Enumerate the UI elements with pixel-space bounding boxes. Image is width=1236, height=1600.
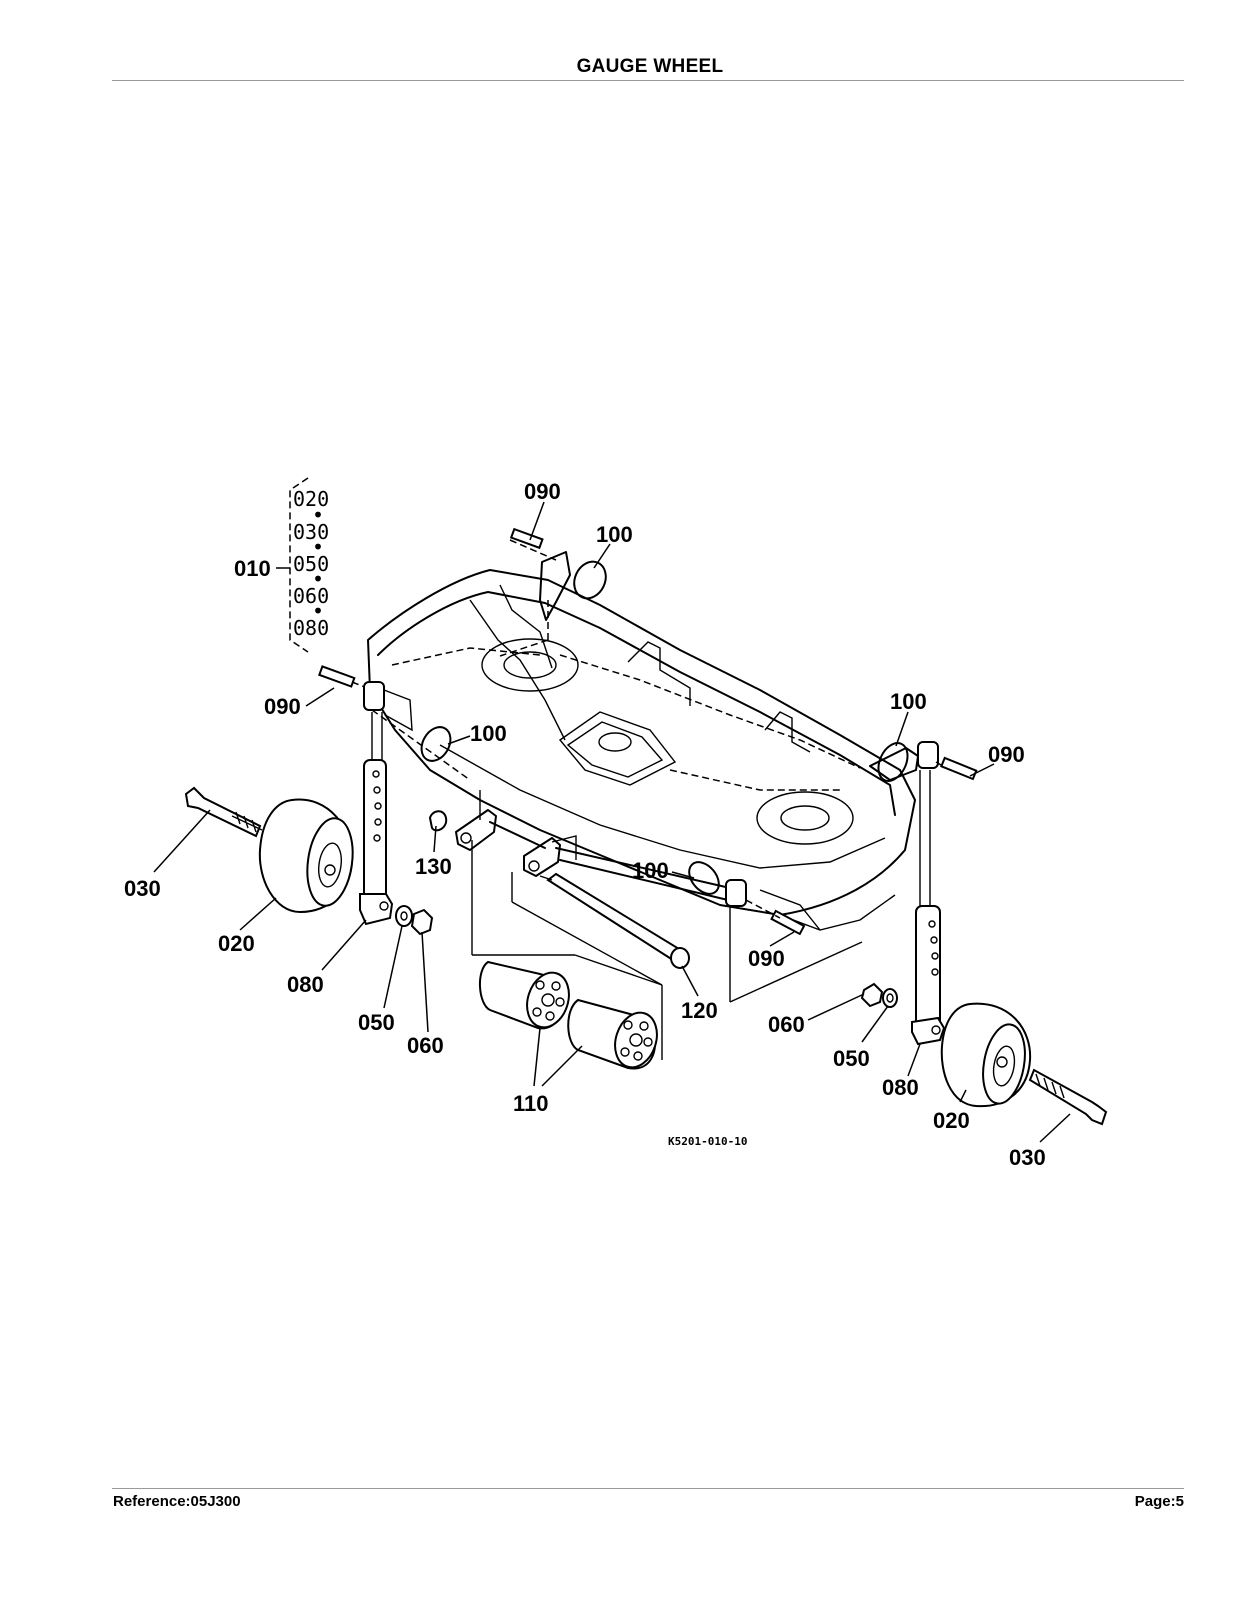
callout-100-top: 100 — [596, 522, 633, 547]
callout-100-mid: 100 — [632, 858, 669, 883]
kit-item: 020 — [293, 487, 329, 511]
footer-page-number: Page:5 — [1134, 1493, 1184, 1510]
svg-text:•: • — [312, 503, 324, 527]
pin-bracket-right — [869, 741, 978, 906]
roller-weight-left — [479, 960, 570, 1030]
height-post-right — [911, 905, 946, 1046]
callout-120: 120 — [681, 998, 718, 1023]
callout-110: 110 — [513, 1091, 549, 1116]
svg-text:•: • — [312, 567, 324, 591]
kit-item: 060 — [293, 584, 329, 608]
callout-130: 130 — [415, 854, 452, 879]
callout-080-left: 080 — [287, 972, 324, 997]
figure-code: K5201-010-10 — [668, 1135, 747, 1148]
callouts: 090 100 090 100 100 090 030 130 100 020 … — [124, 479, 1046, 1170]
kit-item: 050 — [293, 552, 329, 576]
height-post-left — [359, 759, 394, 926]
svg-text:•: • — [312, 535, 324, 559]
callout-050-left: 050 — [358, 1010, 395, 1035]
nuts-left — [395, 905, 434, 936]
callout-050-right: 050 — [833, 1046, 870, 1071]
kit-item: 030 — [293, 520, 329, 544]
callout-090-top: 090 — [524, 479, 561, 504]
footer-reference: Reference:05J300 — [113, 1493, 241, 1510]
callout-090-left: 090 — [264, 694, 301, 719]
page-title: GAUGE WHEEL — [576, 56, 724, 77]
gauge-wheel-left — [184, 786, 354, 914]
footer-rule — [112, 1488, 1184, 1489]
callout-080-right: 080 — [882, 1075, 919, 1100]
link-bar-right — [555, 847, 863, 1003]
kit-item: 080 — [293, 616, 329, 640]
pin-bracket-top — [499, 527, 607, 657]
callout-100-right: 100 — [890, 689, 927, 714]
leader-lines — [153, 501, 1071, 1143]
rod — [539, 872, 690, 969]
roller-weight-right — [567, 998, 658, 1070]
nuts-right — [860, 982, 898, 1008]
svg-text:•: • — [312, 599, 324, 623]
callout-020-right: 020 — [933, 1108, 970, 1133]
callout-030-right: 030 — [1009, 1145, 1046, 1170]
header-rule — [112, 80, 1184, 81]
pin-bracket-left — [318, 665, 471, 781]
callout-010: 010 — [234, 556, 271, 581]
callout-060-left: 060 — [407, 1033, 444, 1058]
link-plate-right — [511, 835, 663, 1060]
callout-020-left: 020 — [218, 931, 255, 956]
kit-bracket: 010 020 • 030 • 050 • 060 • 080 — [234, 477, 329, 653]
callout-090-mid: 090 — [748, 946, 785, 971]
link-plate-left — [428, 790, 575, 956]
mower-deck — [367, 569, 916, 931]
gauge-wheel-right — [940, 1002, 1108, 1126]
callout-030-left: 030 — [124, 876, 161, 901]
callout-090-right: 090 — [988, 742, 1025, 767]
callout-060-right: 060 — [768, 1012, 805, 1037]
callout-100-left: 100 — [470, 721, 507, 746]
